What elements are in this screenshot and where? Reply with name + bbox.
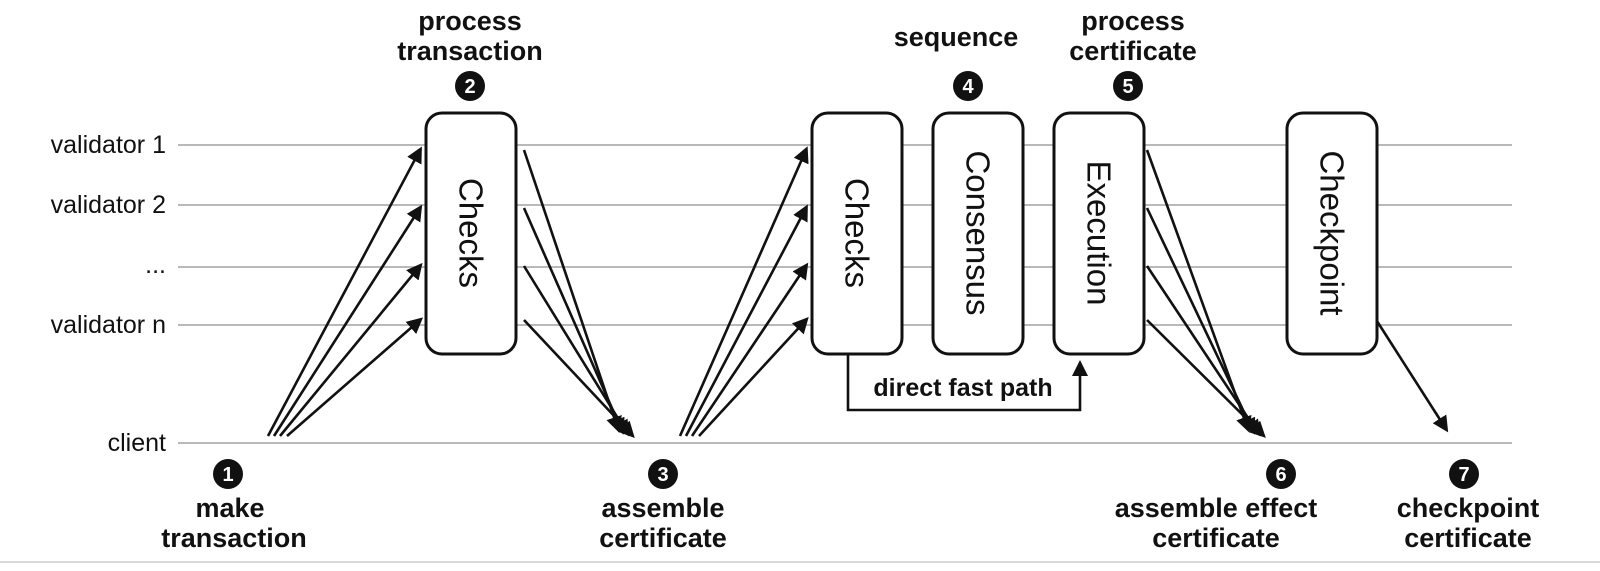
- step-7-label-line2: certificate: [1404, 523, 1532, 553]
- step-5-label-line1: process: [1081, 6, 1185, 36]
- box-label-checkpoint: Checkpoint: [1314, 150, 1351, 315]
- step-3-label-line1: assemble: [601, 493, 724, 523]
- box-label-execution: Execution: [1081, 161, 1118, 306]
- arrow: [522, 149, 622, 433]
- fast-path-connector: [846, 354, 1089, 412]
- arrow: [1145, 265, 1261, 437]
- step-6-label-line1: assemble effect: [1115, 493, 1318, 523]
- step-5-number: 5: [1122, 76, 1133, 98]
- step-3-badge: [648, 459, 678, 489]
- arrow: [286, 317, 424, 437]
- step-7-badge: [1449, 459, 1479, 489]
- arrows-assemble-effect-certificate: [1145, 149, 1266, 438]
- step-5-badge: [1113, 71, 1143, 101]
- arrow: [690, 262, 809, 437]
- arrows-assemble-certificate: [522, 149, 635, 438]
- lane-labels: validator 1 validator 2 ... validator n …: [51, 131, 166, 457]
- arrow: [684, 204, 808, 437]
- arrow: [678, 146, 809, 437]
- box-checks-2: [810, 111, 904, 356]
- arrow: [1145, 207, 1256, 435]
- box-label-checks-1: Checks: [453, 178, 490, 288]
- arrow: [522, 207, 625, 435]
- step-labels: process transaction sequence process cer…: [161, 6, 1539, 553]
- arrows-make-transaction: [266, 146, 424, 437]
- step-2-number: 2: [464, 76, 475, 98]
- lane-label-client: client: [108, 429, 166, 457]
- step-6-badge: [1266, 459, 1296, 489]
- step-7-label-line1: checkpoint: [1397, 493, 1540, 523]
- box-label-consensus: Consensus: [960, 150, 997, 315]
- step-2-label-line1: process: [418, 6, 522, 36]
- step-2-label-line2: transaction: [397, 36, 543, 66]
- arrow: [272, 204, 423, 437]
- step-7-number: 7: [1458, 464, 1469, 486]
- step-1-number: 1: [222, 464, 233, 486]
- box-label-checks-2: Checks: [839, 178, 876, 288]
- lane-label-validator-1: validator 1: [51, 131, 166, 159]
- step-6-label-line2: certificate: [1152, 523, 1280, 553]
- box-execution: [1052, 111, 1146, 356]
- fast-path-label: direct fast path: [873, 374, 1052, 402]
- step-6-number: 6: [1275, 464, 1286, 486]
- box-checks-1: [424, 111, 518, 356]
- step-5-label-line2: certificate: [1069, 36, 1197, 66]
- arrow: [698, 317, 809, 437]
- step-4-label: sequence: [894, 22, 1019, 52]
- step-3-number: 3: [657, 464, 668, 486]
- arrow: [523, 319, 635, 438]
- step-1-badge: [213, 459, 243, 489]
- step-3-label-line2: certificate: [599, 523, 727, 553]
- arrow: [1146, 319, 1266, 438]
- arrow: [266, 146, 422, 437]
- step-badges: 1 2 3 4 5 6 7: [213, 71, 1479, 489]
- step-4-badge: [953, 71, 983, 101]
- box-checkpoint: [1285, 111, 1379, 356]
- lane-label-validator-n: validator n: [51, 311, 166, 339]
- direct-fast-path: direct fast path: [846, 354, 1089, 412]
- stage-boxes: Checks Checks Consensus Execution Checkp…: [424, 111, 1379, 356]
- step-1-label-line2: transaction: [161, 523, 307, 553]
- lane-label-validator-2: validator 2: [51, 191, 166, 219]
- arrow: [278, 262, 423, 437]
- lane-label-validator-ellipsis: ...: [145, 251, 166, 279]
- step-1-label-line1: make: [195, 493, 264, 523]
- arrow: [522, 265, 630, 437]
- arrows-submit-certificate: [678, 146, 809, 437]
- step-2-badge: [455, 71, 485, 101]
- box-consensus: [931, 111, 1025, 356]
- step-4-number: 4: [962, 76, 974, 98]
